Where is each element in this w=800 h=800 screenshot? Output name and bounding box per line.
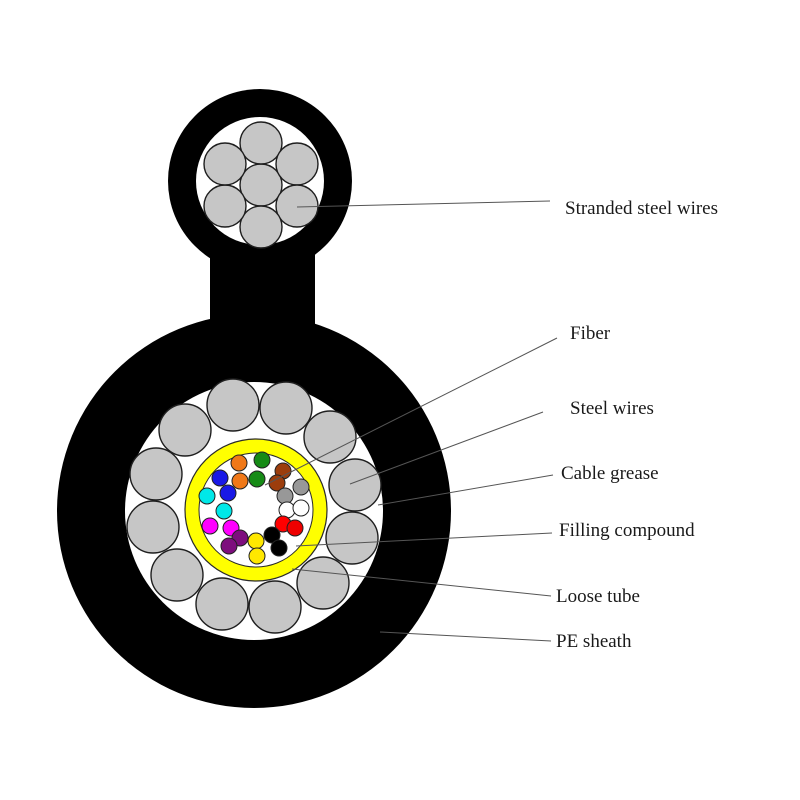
label-pe-sheath: PE sheath <box>556 631 632 652</box>
steel-wire <box>296 556 350 610</box>
steel-wire <box>206 378 260 432</box>
label-loose-tube: Loose tube <box>556 586 640 607</box>
stranded-steel-wire <box>275 142 319 186</box>
steel-wire <box>328 458 382 512</box>
fiber-dot-green <box>248 470 266 488</box>
leader-line-pe-sheath <box>379 631 552 642</box>
label-fiber: Fiber <box>570 323 611 344</box>
leader-line-fiber <box>264 337 558 486</box>
leader-line-filling-compound <box>295 532 553 547</box>
steel-wire <box>158 403 212 457</box>
fiber-dot-white <box>292 499 310 517</box>
fiber-dot-slate <box>276 487 294 505</box>
label-steel-wires: Steel wires <box>570 398 654 419</box>
fiber-dot-yellow <box>248 547 266 565</box>
fiber-dot-rose <box>201 517 219 535</box>
fiber-dot-aqua <box>198 487 216 505</box>
leader-line-stranded-steel-wires <box>296 200 551 208</box>
stranded-steel-wire <box>239 121 283 165</box>
steel-wire <box>325 511 379 565</box>
steel-wire <box>150 548 204 602</box>
fiber-dot-black <box>263 526 281 544</box>
stranded-steel-wire <box>239 205 283 249</box>
fiber-dot-blue <box>211 469 229 487</box>
steel-wire <box>303 410 357 464</box>
steel-wire <box>129 447 183 501</box>
stranded-steel-wire <box>203 142 247 186</box>
leader-line-cable-grease <box>377 474 554 506</box>
stranded-steel-wire <box>275 184 319 228</box>
leader-line-loose-tube <box>291 568 552 597</box>
fiber-dot-orange <box>231 472 249 490</box>
steel-wire <box>126 500 180 554</box>
fiber-dot-white <box>278 501 296 519</box>
label-stranded-steel-wires: Stranded steel wires <box>565 198 719 219</box>
steel-wire <box>248 580 302 634</box>
fiber-dot-yellow <box>247 532 265 550</box>
fiber-dot-slate <box>292 478 310 496</box>
stranded-steel-wire <box>203 184 247 228</box>
fiber-dot-aqua <box>215 502 233 520</box>
fiber-dot-black <box>270 539 288 557</box>
fiber-dot-violet <box>220 537 238 555</box>
steel-wire <box>259 381 313 435</box>
fiber-dot-blue <box>219 484 237 502</box>
fiber-dot-orange <box>230 454 248 472</box>
label-cable-grease: Cable grease <box>561 463 659 484</box>
label-filling-compound: Filling compound <box>559 520 695 541</box>
fiber-dot-green <box>253 451 271 469</box>
stranded-steel-wire <box>239 163 283 207</box>
steel-wire <box>195 577 249 631</box>
fiber-dot-red <box>286 519 304 537</box>
leader-line-steel-wires <box>349 411 544 485</box>
